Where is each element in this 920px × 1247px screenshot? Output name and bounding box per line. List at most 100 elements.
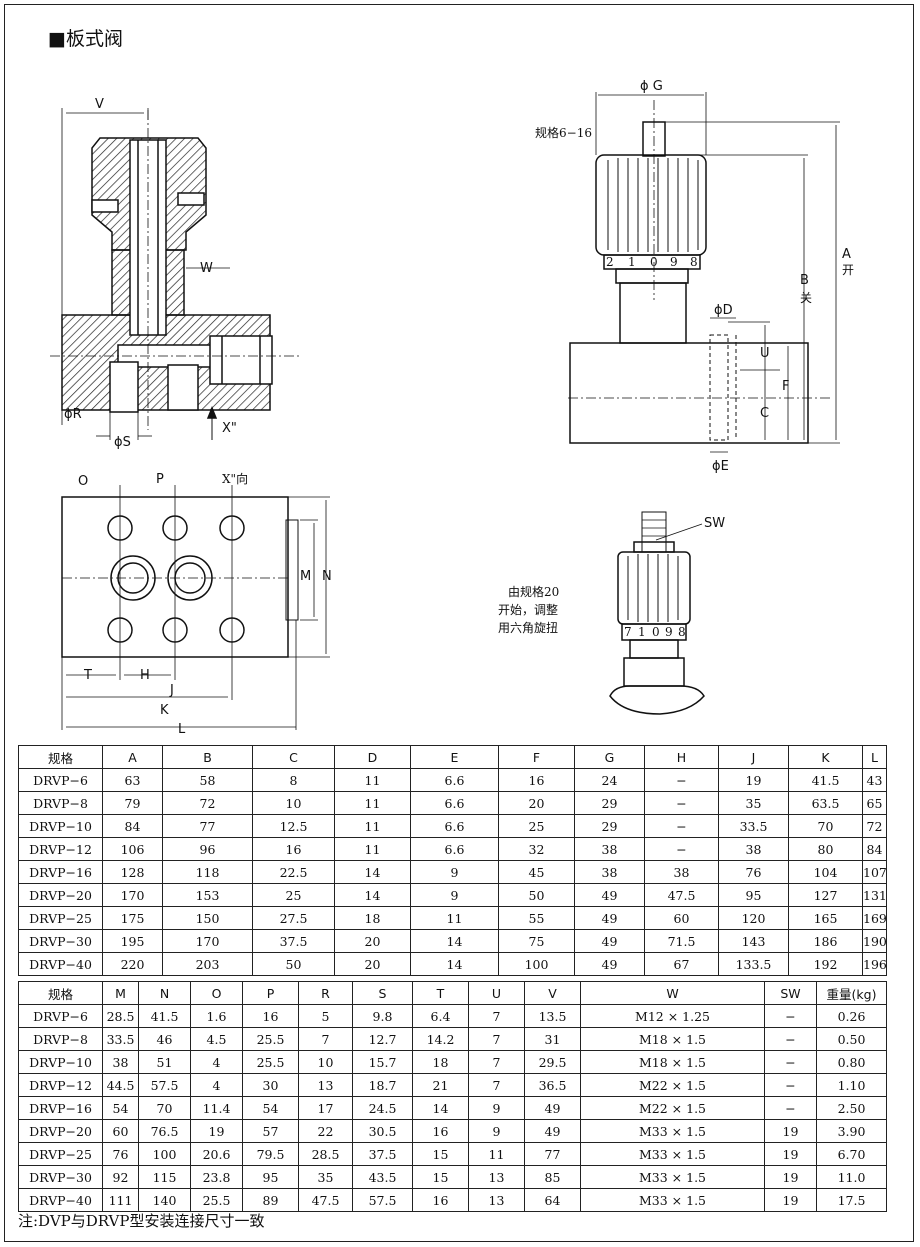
note-line-3: 用六角旋扭 (498, 621, 558, 635)
column-header: T (412, 981, 469, 1005)
table-cell: 23.8 (190, 1165, 243, 1189)
table-cell: 9.8 (352, 1004, 413, 1028)
label-j: J (169, 683, 174, 698)
table-cell: 64 (524, 1188, 581, 1212)
table-cell: 16 (412, 1188, 469, 1212)
table-cell: 153 (162, 883, 253, 907)
table-cell: 15 (412, 1165, 469, 1189)
dial-2-digit-0: 7 (624, 625, 632, 639)
table-cell: − (764, 1096, 817, 1120)
table-cell: 13 (468, 1165, 525, 1189)
table-cell: 29.5 (524, 1050, 581, 1074)
dial-1-digit-4: 8 (690, 255, 698, 269)
column-header: 规格 (18, 981, 103, 1005)
table-cell: 25 (498, 814, 575, 838)
table-cell: 195 (102, 929, 163, 953)
note-line-2: 开始，调整 (498, 602, 558, 617)
table-cell: 76.5 (138, 1119, 191, 1143)
table-cell: 19 (718, 768, 789, 792)
table-cell: DRVP−25 (18, 1142, 103, 1166)
label-o: O (78, 474, 88, 489)
table-cell: 29 (574, 791, 645, 815)
table-cell: 6.6 (410, 768, 499, 792)
table-cell: 25.5 (242, 1050, 299, 1074)
table-cell: 54 (102, 1096, 139, 1120)
table-cell: 49 (574, 929, 645, 953)
table-cell: DRVP−12 (18, 837, 103, 861)
external-view-drawing (568, 92, 840, 453)
table-cell: DRVP−6 (18, 768, 103, 792)
table-cell: 127 (788, 883, 863, 907)
table-cell: 44.5 (102, 1073, 139, 1097)
label-phi-s: ϕS (114, 435, 131, 450)
dial-1-digit-0: 2 (606, 255, 614, 269)
table-cell: 12.5 (252, 814, 335, 838)
table-cell: 43.5 (352, 1165, 413, 1189)
table-cell: 170 (162, 929, 253, 953)
label-h: H (140, 668, 150, 683)
table-cell: 9 (468, 1096, 525, 1120)
column-header: SW (764, 981, 817, 1005)
table-cell: 150 (162, 906, 253, 930)
table-cell: 11 (334, 791, 411, 815)
table-cell: 37.5 (352, 1142, 413, 1166)
table-cell: 4 (190, 1050, 243, 1074)
table-cell: 6.70 (816, 1142, 887, 1166)
table-cell: 7 (468, 1027, 525, 1051)
table-cell: 128 (102, 860, 163, 884)
table-cell: 47.5 (644, 883, 719, 907)
column-header: W (580, 981, 765, 1005)
table-cell: 25.5 (190, 1188, 243, 1212)
table-cell: 38 (574, 837, 645, 861)
table-cell: 31 (524, 1027, 581, 1051)
table-cell: 14 (410, 952, 499, 976)
table-cell: 75 (498, 929, 575, 953)
table-cell: 79 (102, 791, 163, 815)
table-cell: 17.5 (816, 1188, 887, 1212)
table-cell: 15.7 (352, 1050, 413, 1074)
table-cell: 24.5 (352, 1096, 413, 1120)
table-cell: 7 (468, 1073, 525, 1097)
table-cell: 57.5 (352, 1188, 413, 1212)
table-cell: 175 (102, 906, 163, 930)
table-cell: 14 (334, 860, 411, 884)
dial-scale-1: 2 1 0 9 8 (606, 255, 698, 269)
table-cell: 19 (764, 1188, 817, 1212)
table-cell: 220 (102, 952, 163, 976)
label-m: M (300, 569, 311, 584)
table-cell: − (644, 814, 719, 838)
table-cell: 84 (862, 837, 887, 861)
label-a-note: 开 (842, 263, 854, 277)
dial-scale-2: 7 1 0 9 8 (624, 625, 686, 639)
table-cell: 25 (252, 883, 335, 907)
table-cell: 1.10 (816, 1073, 887, 1097)
section-view-drawing (50, 108, 300, 440)
table-cell: 0.50 (816, 1027, 887, 1051)
note-line-1: 由规格20 (508, 584, 559, 599)
table-cell: M33 × 1.5 (580, 1142, 765, 1166)
technical-drawings: V W ϕR ϕS X" (50, 79, 854, 737)
table-cell: 46 (138, 1027, 191, 1051)
label-spec-range: 规格6−16 (535, 125, 592, 140)
table-cell: M33 × 1.5 (580, 1119, 765, 1143)
table-cell: 0.80 (816, 1050, 887, 1074)
table-cell: DRVP−10 (18, 1050, 103, 1074)
table-cell: 14 (410, 929, 499, 953)
table-cell: 196 (862, 952, 887, 976)
hex-knob-view-drawing (609, 511, 705, 715)
table-cell: 60 (102, 1119, 139, 1143)
table-cell: DRVP−8 (18, 1027, 103, 1051)
label-w: W (200, 261, 213, 276)
table-cell: 35 (718, 791, 789, 815)
table-cell: 38 (102, 1050, 139, 1074)
table-cell: 58 (162, 768, 253, 792)
